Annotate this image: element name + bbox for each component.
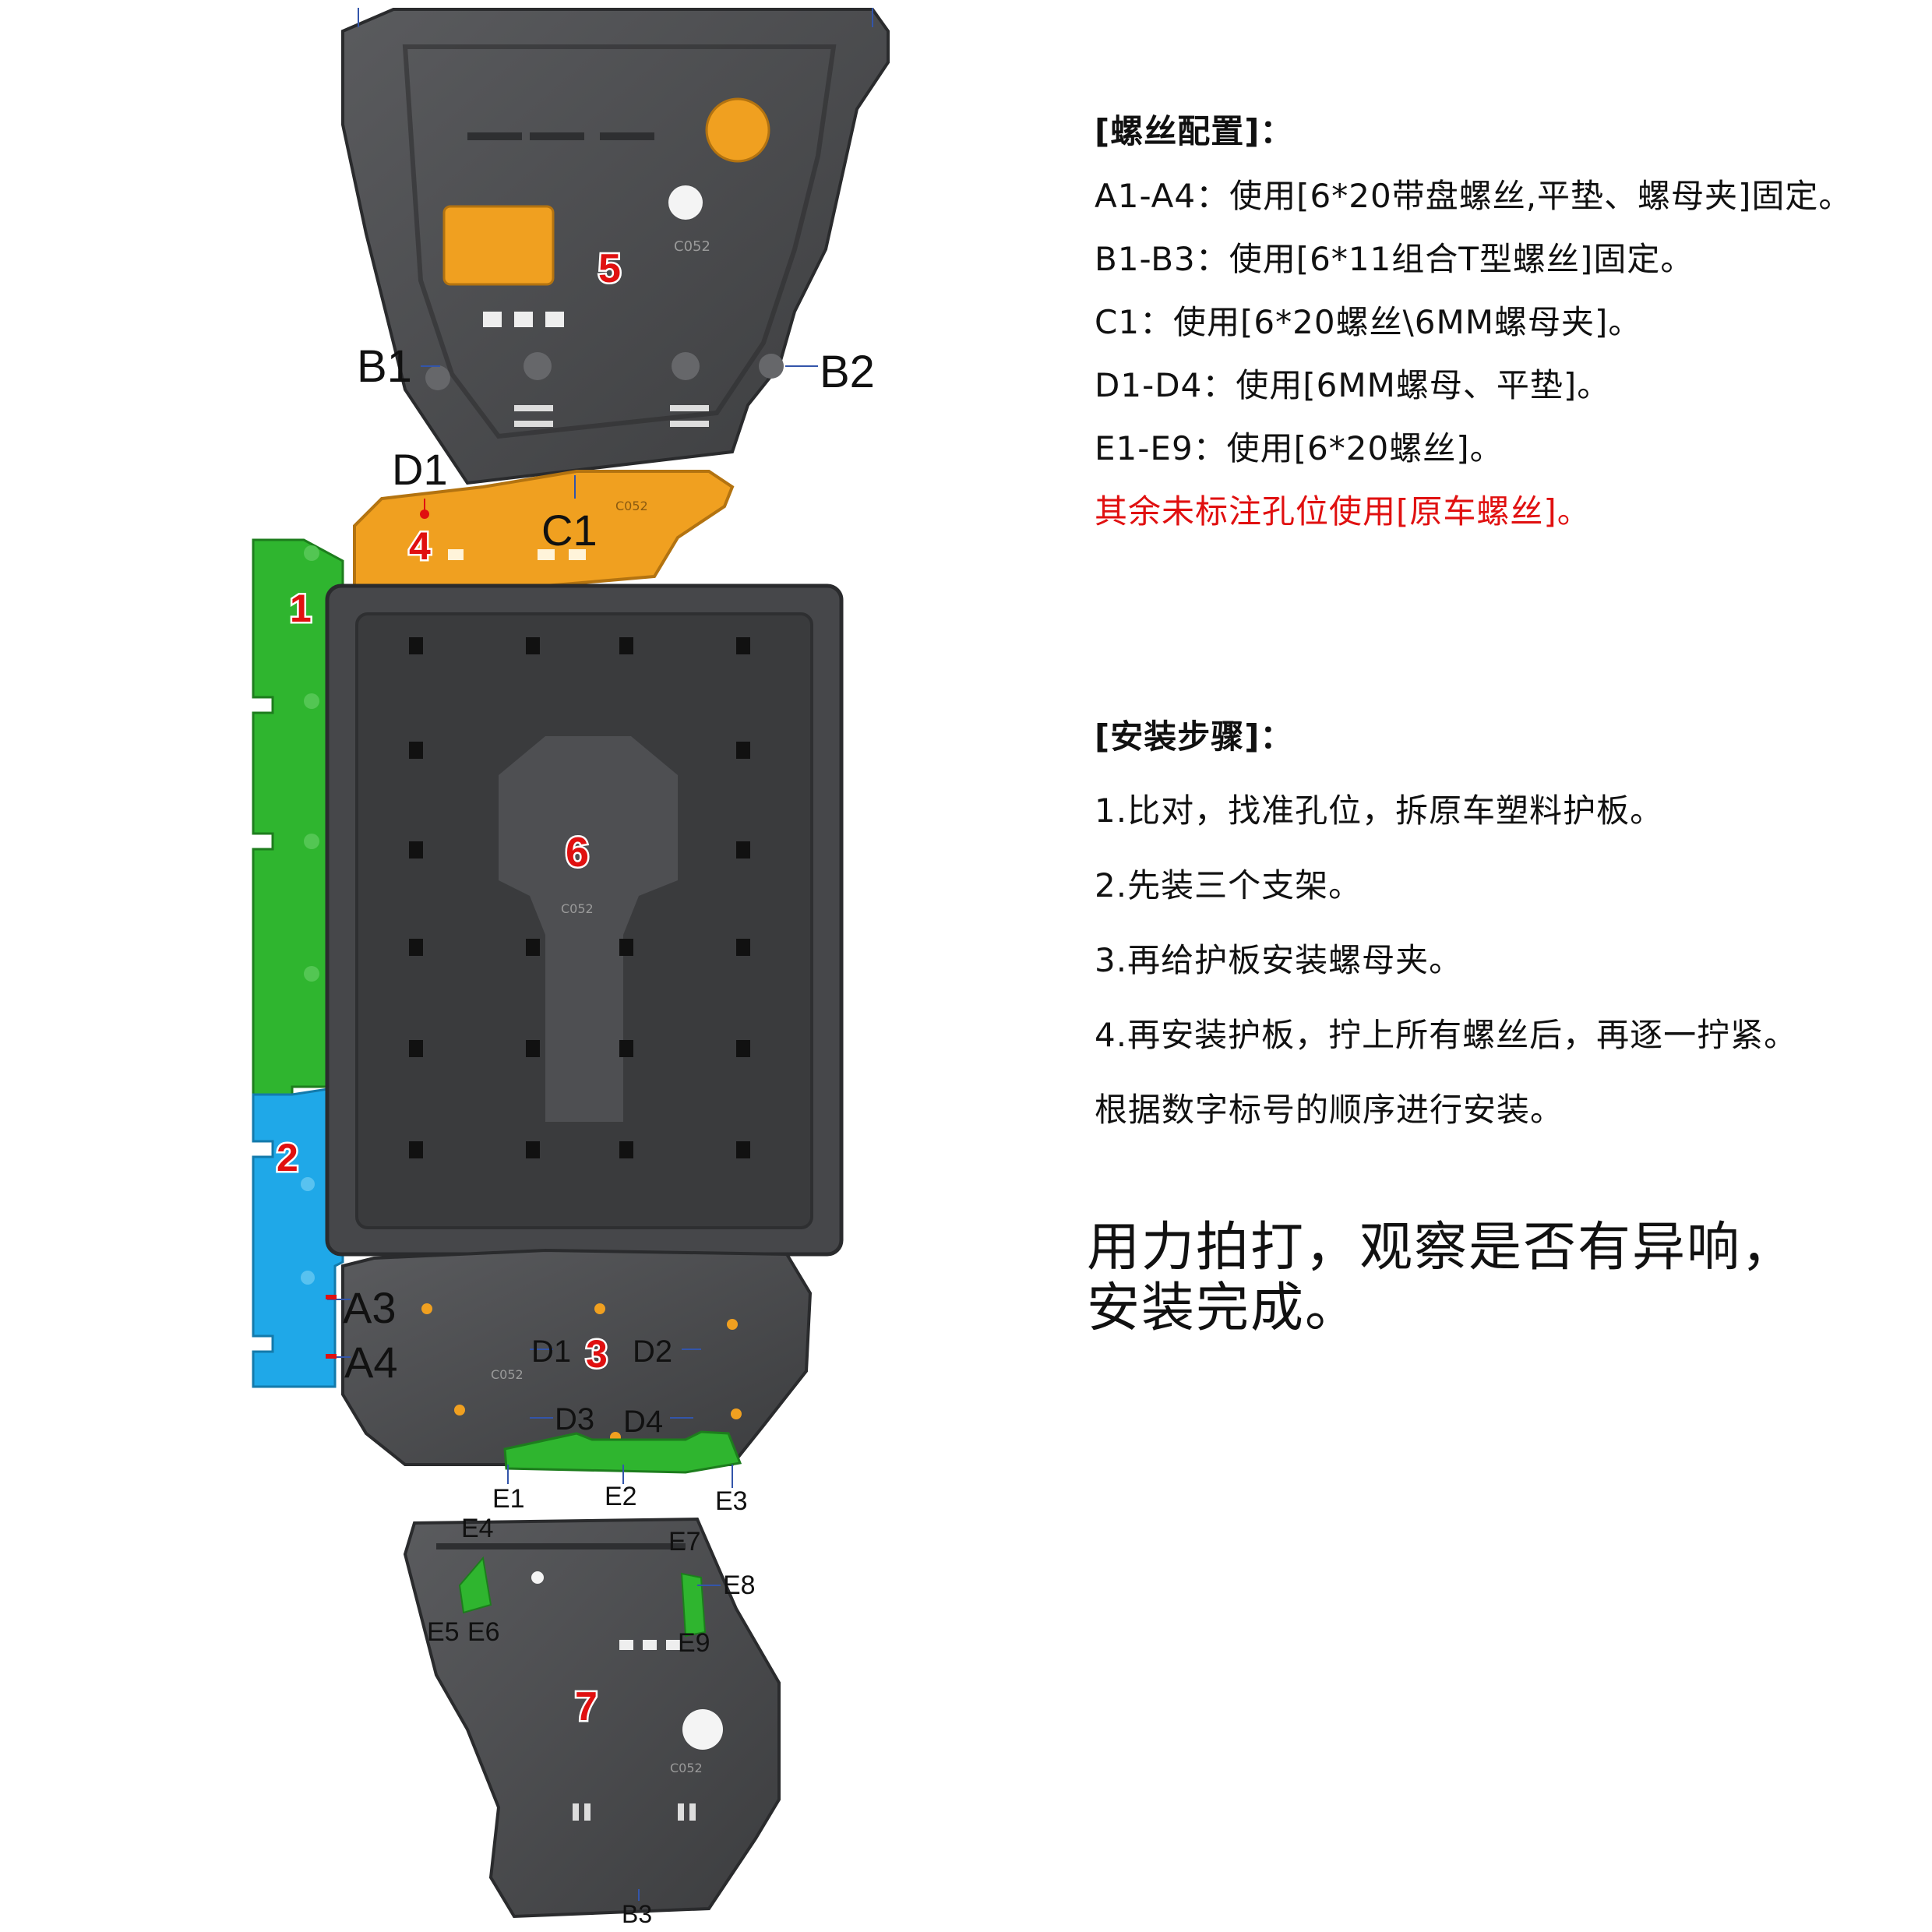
label-e5: E5: [427, 1617, 460, 1647]
install-step-4: 4.再安装护板，拧上所有螺丝后，再逐一拧紧。: [1095, 1016, 1798, 1054]
plate-5-engine: C052: [341, 8, 890, 485]
plate-3-transmission: C052: [341, 1248, 813, 1466]
label-b1: B1: [357, 341, 412, 392]
label-a4: A4: [344, 1338, 398, 1387]
plate-5-marking: C052: [674, 238, 710, 255]
plate-4-marking: C052: [615, 499, 648, 513]
screw-config-line-1: A1-A4：使用[6*20带盘螺丝,平垫、螺母夹]固定。: [1095, 177, 1853, 215]
label-d1-top: D1: [392, 445, 448, 494]
label-b3: B3: [622, 1900, 652, 1928]
plate-number-5: 5: [598, 246, 621, 291]
label-d2: D2: [633, 1334, 672, 1369]
callout-labels: B1 B2 B3 C1 D1 D1 D2 D3 D4 A3 A4 E1 E2 E…: [343, 341, 875, 1928]
install-step-1: 1.比对，找准孔位，拆原车塑料护板。: [1095, 791, 1664, 830]
e-bracket: [503, 1430, 742, 1474]
instructions-panel: [螺丝配置]： A1-A4：使用[6*20带盘螺丝,平垫、螺母夹]固定。 B1-…: [1087, 0, 1913, 1932]
label-e7: E7: [668, 1527, 701, 1557]
screw-config-line-2: B1-B3：使用[6*11组合T型螺丝]固定。: [1095, 240, 1694, 278]
a3-marker: [326, 1295, 337, 1299]
label-e8: E8: [723, 1571, 756, 1600]
label-e9: E9: [678, 1628, 710, 1658]
final-note-line-1: 用力拍打，观察是否有异响，: [1087, 1217, 1796, 1278]
install-steps-heading: [安装步骤]：: [1095, 717, 1294, 756]
plate-number-2: 2: [277, 1136, 298, 1179]
label-e1: E1: [492, 1484, 525, 1514]
label-e2: E2: [605, 1482, 637, 1511]
final-note-line-2: 安装完成。: [1087, 1278, 1360, 1339]
screw-config-line-5: E1-E9：使用[6*20螺丝]。: [1095, 429, 1504, 467]
plate-number-7: 7: [575, 1684, 598, 1729]
plate-number-3: 3: [586, 1332, 608, 1376]
plate-3-marking: C052: [491, 1367, 524, 1382]
screw-config-note: 其余未标注孔位使用[原车螺丝]。: [1095, 492, 1591, 531]
label-e4: E4: [461, 1514, 494, 1543]
plate-number-labels: 1 2 3 4 5 6 7: [275, 245, 623, 1732]
label-d1: D1: [531, 1334, 571, 1369]
plate-7-rear: C052: [403, 1517, 781, 1919]
plate-number-1: 1: [290, 587, 312, 630]
callout-leaders: [327, 365, 818, 1901]
plate-6-battery: C052: [325, 583, 844, 1257]
label-e3: E3: [715, 1486, 748, 1516]
label-c1: C1: [541, 506, 598, 555]
plate-6-marking: C052: [561, 901, 594, 916]
install-step-2: 2.先装三个支架。: [1095, 866, 1363, 904]
plate-number-4: 4: [409, 524, 431, 568]
label-d4: D4: [623, 1405, 663, 1439]
screw-config-line-4: D1-D4：使用[6MM螺母、平垫]。: [1095, 366, 1611, 404]
install-step-3: 3.再给护板安装螺母夹。: [1095, 941, 1463, 979]
screw-config-line-3: C1：使用[6*20螺丝\6MM螺母夹]。: [1095, 303, 1642, 341]
install-step-note: 根据数字标号的顺序进行安装。: [1095, 1091, 1564, 1129]
a4-marker: [326, 1354, 337, 1359]
label-a3: A3: [343, 1283, 397, 1332]
label-e6: E6: [467, 1617, 500, 1647]
label-b2: B2: [820, 347, 875, 397]
skid-plate-diagram: C052 C052 C052: [252, 8, 890, 1928]
label-d3: D3: [555, 1402, 594, 1437]
plate-2-side-rail: [252, 1085, 344, 1388]
screw-config-heading: [螺丝配置]：: [1095, 112, 1294, 150]
plate-7-marking: C052: [670, 1761, 703, 1775]
plate-number-6: 6: [566, 829, 589, 876]
